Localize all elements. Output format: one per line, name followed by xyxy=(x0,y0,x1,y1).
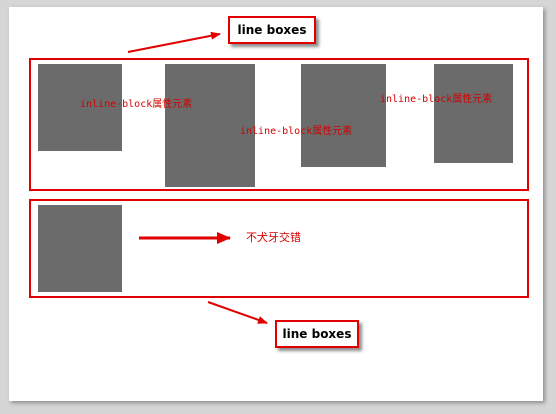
line-box-top xyxy=(29,58,529,191)
line-box-bottom xyxy=(29,199,529,298)
inline-block-label-2: inline-block属性元素 xyxy=(240,126,353,137)
no-stagger-label: 不犬牙交错 xyxy=(246,231,301,244)
inline-block-element-3 xyxy=(301,64,386,167)
inline-block-element-1 xyxy=(38,64,122,151)
inline-block-element-2 xyxy=(165,64,255,187)
inline-block-label-1: inline-block属性元素 xyxy=(80,99,193,110)
inline-block-element-4 xyxy=(434,64,513,163)
inline-block-element-5 xyxy=(38,205,122,292)
inline-block-label-3: inline-block属性元素 xyxy=(380,94,493,105)
line-boxes-callout-bottom: line boxes xyxy=(275,320,359,348)
line-boxes-callout-top: line boxes xyxy=(228,16,316,44)
